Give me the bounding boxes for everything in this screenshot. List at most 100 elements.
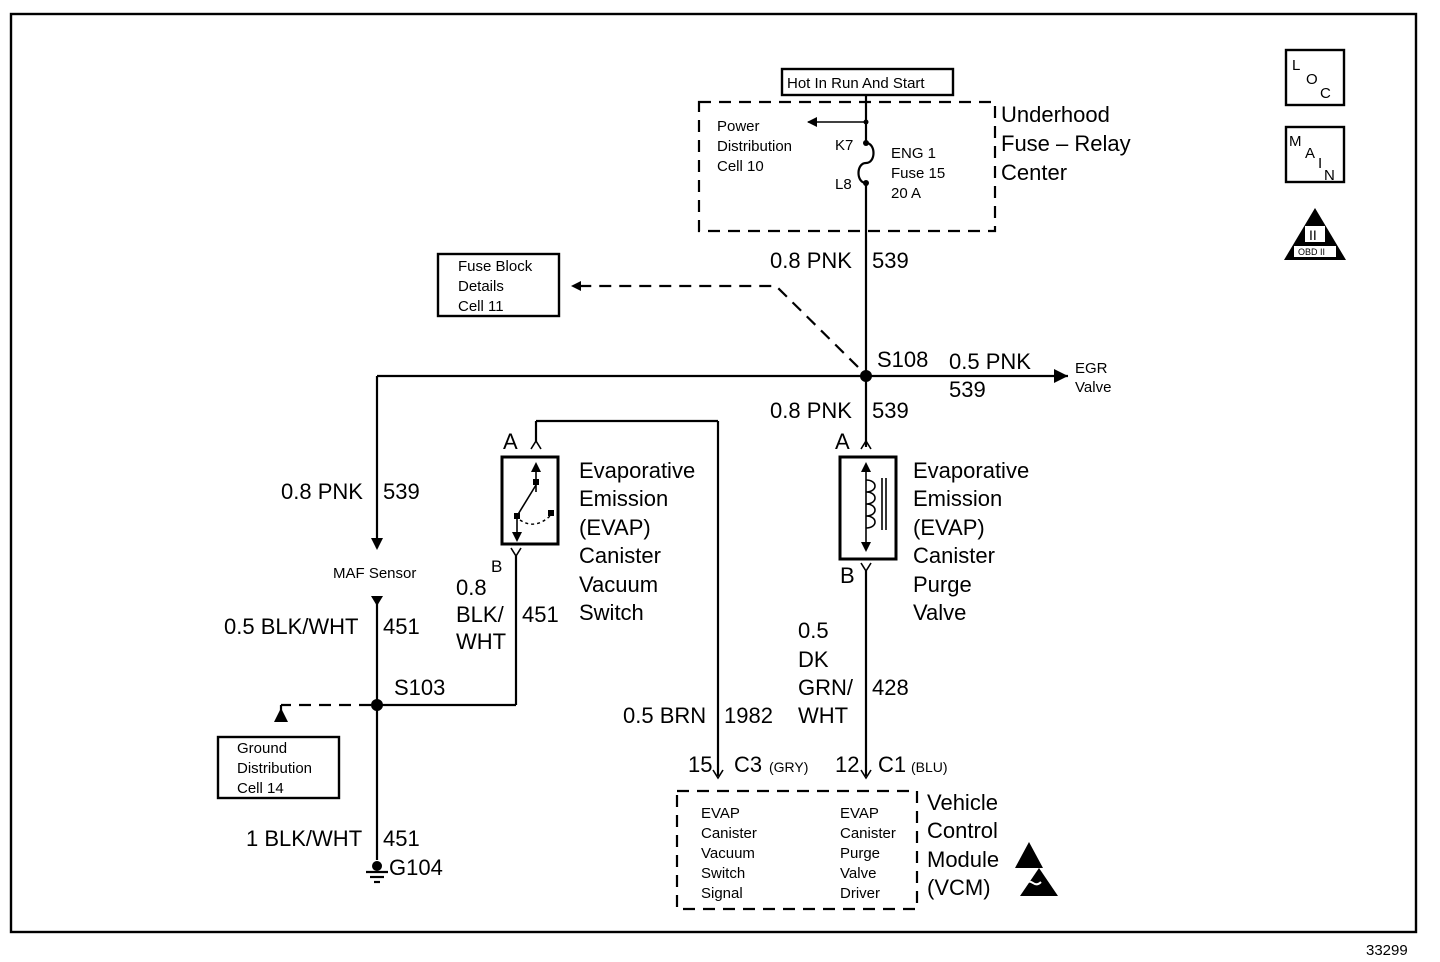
purge-valve-pin-a: A	[835, 429, 850, 454]
fuse-number: Fuse 15	[891, 165, 945, 182]
esd-warning-icon[interactable]	[1015, 842, 1058, 896]
vacuum-switch-title-3: (EVAP)	[579, 515, 651, 540]
vcm-left-1: EVAP	[701, 805, 740, 822]
loc-icon-c: C	[1320, 85, 1331, 102]
splice-s108	[860, 370, 872, 382]
switch-wire-label-3: WHT	[456, 629, 506, 654]
brn-wire-label: 0.5 BRN	[623, 703, 706, 728]
maf-wire-circuit: 539	[383, 479, 420, 504]
fuse-block-ref-3: Cell 11	[458, 298, 504, 315]
fuse-block-ref-1: Fuse Block	[458, 258, 533, 275]
maf-wire-label: 0.8 PNK	[281, 479, 363, 504]
hot-in-run-label: Hot In Run And Start	[787, 75, 925, 92]
ground-ref-arrow	[274, 708, 288, 722]
maf-sensor-label[interactable]: MAF Sensor	[333, 565, 416, 582]
vcm-c3-color: (GRY)	[769, 759, 808, 775]
purge-valve-coil	[865, 479, 876, 529]
vcm-title-1: Vehicle	[927, 790, 998, 815]
main-icon-i: I	[1318, 155, 1322, 172]
fuse-relay-center: Hot In Run And Start Underhood Fuse – Re…	[697, 67, 1131, 233]
vacuum-switch-title-5: Vacuum	[579, 572, 658, 597]
power-ref-3[interactable]: Cell 10	[717, 158, 764, 175]
maf-out-wire-label: 0.5 BLK/WHT	[224, 614, 358, 639]
ground-distribution-ref[interactable]: Ground Distribution Cell 14	[216, 735, 341, 800]
ground-ref-3: Cell 14	[237, 780, 284, 797]
vacuum-switch-title-2: Emission	[579, 486, 668, 511]
main-icon[interactable]: M A I N	[1284, 125, 1346, 184]
vcm-c3-connector	[712, 769, 724, 780]
vacuum-switch-title-1: Evaporative	[579, 458, 695, 483]
purge-valve-title-6: Valve	[913, 600, 966, 625]
purge-valve-connector-a	[860, 439, 872, 450]
vacuum-switch-pin-a: A	[503, 429, 518, 454]
maf-out-circuit: 451	[383, 614, 420, 639]
wire-w1-label: 0.8 PNK	[770, 248, 852, 273]
diagram-frame	[9, 12, 1418, 934]
vcm-right-4: Valve	[840, 865, 876, 882]
loc-icon-o: O	[1306, 71, 1318, 88]
figure-number: 33299	[1366, 942, 1408, 959]
loc-icon[interactable]: L O C	[1284, 48, 1346, 107]
purge-wire-label-1: 0.5	[798, 618, 829, 643]
vcm-right-1: EVAP	[840, 805, 879, 822]
vcm-c3-label: C3	[734, 752, 762, 777]
ground-g104-label[interactable]: G104	[389, 855, 443, 880]
fuse-block-details-ref[interactable]: Fuse Block Details Cell 11	[436, 252, 561, 318]
fuse-rating: 20 A	[891, 185, 921, 202]
fuse-15-symbol	[857, 141, 875, 185]
vcm-right-2: Canister	[840, 825, 896, 842]
splice-s108-label: S108	[877, 347, 928, 372]
maf-arrow	[371, 538, 383, 550]
wire-w2-circuit: 539	[872, 398, 909, 423]
purge-valve-title-4: Canister	[913, 543, 995, 568]
fuse-center-title-3: Center	[1001, 160, 1067, 185]
purge-valve-title-1: Evaporative	[913, 458, 1029, 483]
vcm-c3-pin: 15	[688, 752, 712, 777]
vcm-module[interactable]: EVAP Canister Vacuum Switch Signal EVAP …	[675, 789, 919, 911]
egr-dest-2[interactable]: Valve	[1075, 379, 1111, 396]
purge-wire-label-4: WHT	[798, 703, 848, 728]
vcm-left-4: Switch	[701, 865, 745, 882]
vcm-c1-connector	[860, 769, 872, 780]
loc-icon-l: L	[1292, 57, 1300, 74]
fuse-block-dashed-link	[571, 281, 859, 368]
brn-wire-circuit: 1982	[724, 703, 773, 728]
vcm-title-4: (VCM)	[927, 875, 991, 900]
vcm-c1-pin: 12	[835, 752, 859, 777]
pin-l8-label: L8	[835, 176, 852, 193]
splice-s103-label: S103	[394, 675, 445, 700]
wire-w1-circuit: 539	[872, 248, 909, 273]
obd-ii-icon[interactable]: II OBD II	[1284, 208, 1346, 260]
vcm-title-3: Module	[927, 847, 999, 872]
vcm-title-2: Control	[927, 818, 998, 843]
switch-wire-label-1: 0.8	[456, 575, 487, 600]
vacuum-switch-component[interactable]	[500, 455, 560, 546]
purge-valve-title-5: Purge	[913, 572, 972, 597]
hot-in-run-box	[780, 67, 955, 97]
main-icon-a: A	[1305, 145, 1315, 162]
vcm-right-3: Purge	[840, 845, 880, 862]
ground-ref-2: Distribution	[237, 760, 312, 777]
vacuum-switch-title-4: Canister	[579, 543, 661, 568]
vacuum-switch-connector-b	[510, 547, 522, 558]
ground-symbol-icon	[366, 861, 388, 884]
power-ref-2[interactable]: Distribution	[717, 138, 792, 155]
purge-wire-circuit: 428	[872, 675, 909, 700]
egr-arrow	[1054, 369, 1068, 383]
purge-wire-label-2: DK	[798, 647, 829, 672]
fuse-center-outline	[697, 100, 997, 233]
vcm-c1-label: C1	[878, 752, 906, 777]
purge-wire-label-3: GRN/	[798, 675, 854, 700]
egr-wire-circuit: 539	[949, 377, 986, 402]
egr-dest-1[interactable]: EGR	[1075, 360, 1108, 377]
purge-valve-component[interactable]	[838, 455, 898, 561]
vcm-c1-color: (BLU)	[911, 759, 948, 775]
purge-valve-connector-b	[860, 562, 872, 573]
switch-wire-label-2: BLK/	[456, 602, 505, 627]
power-ref-1[interactable]: Power	[717, 118, 760, 135]
fuse-name: ENG 1	[891, 145, 936, 162]
switch-wire-circuit: 451	[522, 602, 559, 627]
vcm-right-5: Driver	[840, 885, 880, 902]
ground-wire-label: 1 BLK/WHT	[246, 826, 362, 851]
